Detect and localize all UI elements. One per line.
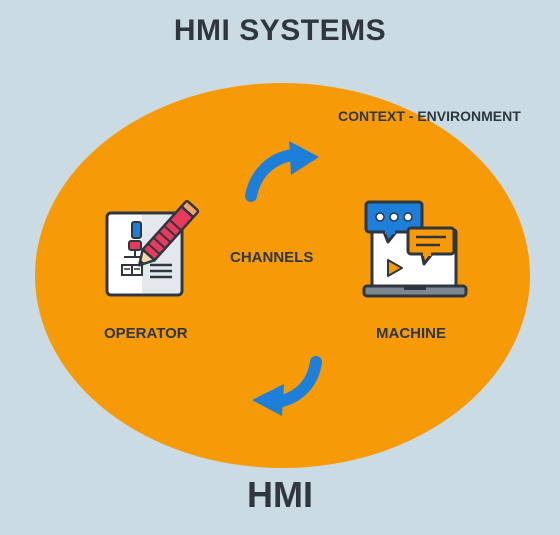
document-pencil-icon — [105, 200, 200, 297]
operator-label: OPERATOR — [104, 325, 188, 342]
context-environment-label: CONTEXT - ENVIRONMENT — [338, 108, 521, 124]
page-title: HMI SYSTEMS — [173, 14, 387, 47]
footer-title: HMI — [247, 474, 313, 515]
laptop-chat-icon — [362, 200, 468, 298]
curved-arrow-right-icon — [245, 141, 319, 202]
machine-label: MACHINE — [376, 325, 446, 342]
curved-arrow-left-icon — [252, 356, 322, 416]
channels-label: CHANNELS — [230, 249, 314, 266]
